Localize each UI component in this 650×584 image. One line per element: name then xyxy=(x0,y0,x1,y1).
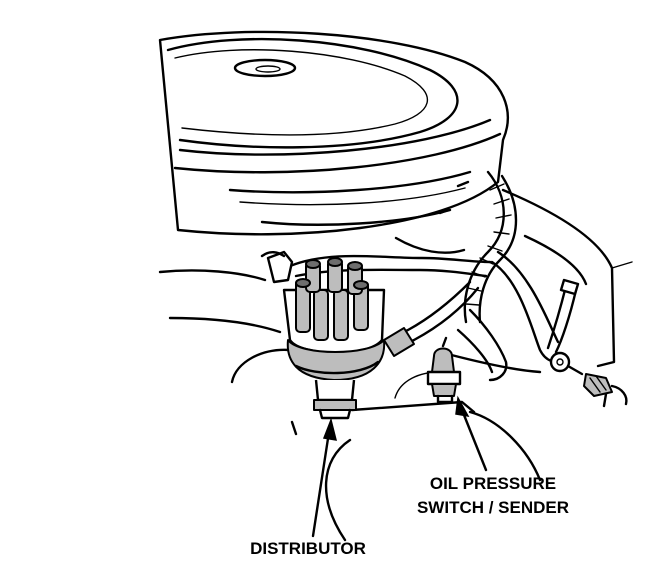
distributor-assembly xyxy=(260,250,386,420)
oil-pressure-leader xyxy=(455,395,488,472)
ground-connector xyxy=(549,351,628,408)
distributor-label: DISTRIBUTOR xyxy=(250,539,366,558)
oil-pressure-sender xyxy=(426,336,462,404)
oil-pressure-label-line1: OIL PRESSURE xyxy=(429,474,557,493)
oil-pressure-label-line2: SWITCH / SENDER xyxy=(416,498,570,517)
engine-block-outline xyxy=(158,188,633,542)
air-cleaner xyxy=(158,30,509,236)
wiring-harness xyxy=(288,170,580,382)
distributor-leader xyxy=(311,417,338,538)
oil-pressure-switch-label: OIL PRESSURE SWITCH / SENDER xyxy=(398,472,588,520)
